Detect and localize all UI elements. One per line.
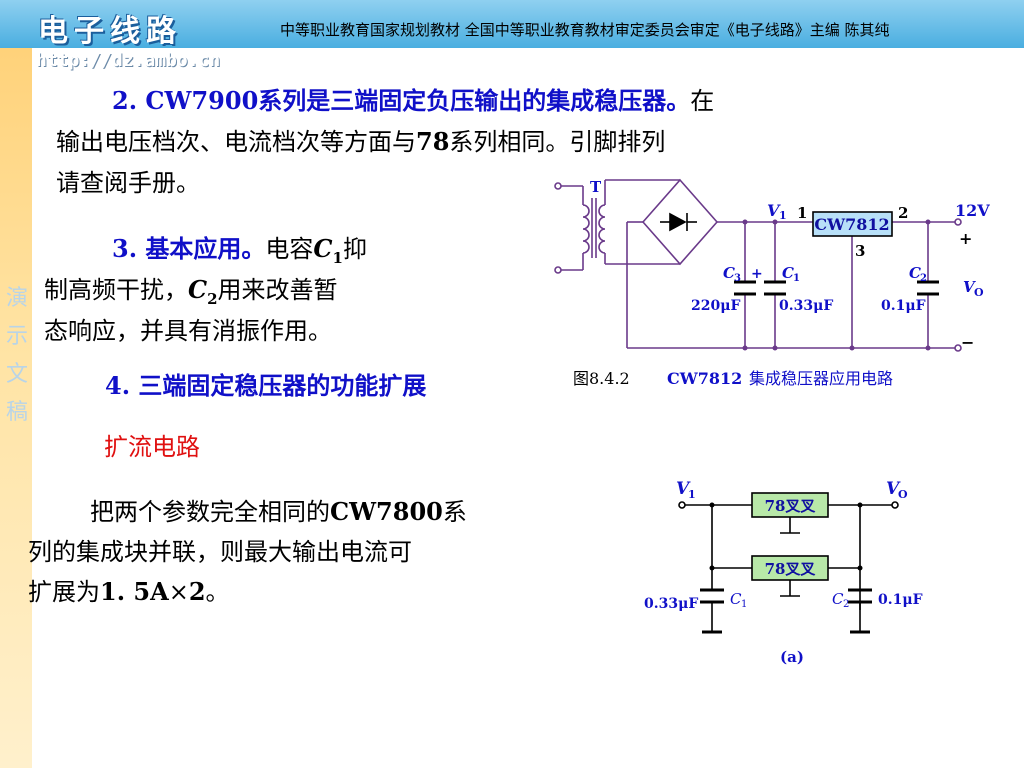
url-bar: http://dz.ambo.cn [0,48,250,74]
vo-label: V [963,278,976,296]
symbol-c1: C [313,234,333,263]
c2-value: 0.1μF [878,592,923,608]
c3-sub: 3 [734,273,741,284]
multiplier: 2 [188,577,206,606]
c1-label: C [782,264,794,282]
transformer-label: T [590,178,602,196]
vo-sub: O [974,286,984,299]
pin3-label: 3 [855,242,865,260]
vo-sub: O [898,488,908,501]
output-voltage: 12V [955,201,990,220]
v1-sub: 1 [779,209,787,222]
regulator-top-label: 78叉叉 [765,497,817,515]
header-bar: 电子线路 中等职业教育国家规划教材 全国中等职业教育教材审定委员会审定《电子线路… [0,0,1024,49]
current-line3: 扩展为1. 5A×2。 [28,573,230,611]
c2-sub: 2 [920,273,927,284]
vertical-char: 演 [6,286,29,311]
logo: 电子线路 [38,14,182,49]
pin1-label: 1 [797,204,807,222]
regulator-bottom-box [751,555,829,581]
regulator-bottom-label: 78叉叉 [765,560,817,578]
section2-text: 输出电压档次、电流档次等方面与 [56,128,416,156]
section2-heading: 2. CW7900系列是三端固定负压输出的集成稳压器。 [112,86,691,115]
times-sign: × [168,578,189,606]
v1-sub: 1 [688,488,696,501]
v1-label: V [767,201,781,220]
c1-value: 0.33μF [644,596,698,612]
current-expansion-circuit-diagram: 78叉叉 78叉叉 V 1 V O 0.33μF C 1 C 2 0.1μF (… [644,479,923,666]
figure-title: 集成稳压器应用电路 [749,369,893,388]
current-line2: 列的集成块并联，则最大输出电流可 [28,538,412,566]
section2-line1: 2. CW7900系列是三端固定负压输出的集成稳压器。在 [112,82,714,120]
section2-line3: 请查阅手册。 [56,169,200,197]
symbol-c1-sub: 1 [332,248,343,267]
figure-number: 图8.4.2 [573,369,630,388]
current-text: 扩展为 [28,578,100,606]
c1-label: C [730,590,742,608]
section2-line2: 输出电压档次、电流档次等方面与78系列相同。引脚排列 [56,123,665,161]
section3-line1: 3. 基本应用。电容C1抑 [112,230,367,277]
c2-label: C [832,590,844,608]
section2-text: 系列相同。引脚排列 [449,128,666,156]
current-line1: 把两个参数完全相同的CW7800系 [90,493,467,531]
c1-sub: 1 [741,599,747,610]
cw7812-ic-box [812,211,893,237]
header-subtitle: 中等职业教育国家规划教材 全国中等职业教育教材审定委员会审定《电子线路》主编 陈… [280,21,890,39]
ic-model: CW7800 [330,497,443,526]
cw7812-circuit-diagram: CW7812 T V 1 1 2 3 12V + − C 3 + C 1 C 2… [554,178,990,388]
c1-value: 0.33μF [779,298,833,314]
section3-text: 用来改善暂 [217,276,338,304]
current-value: 1. 5A [100,577,169,606]
current-text: 。 [205,578,230,606]
c2-label: C [909,264,921,282]
section3-text: 制高频干扰， [44,276,188,304]
section3-heading: 3. 基本应用。 [112,234,266,263]
c2-sub: 2 [843,599,849,610]
figure-label: (a) [780,648,804,666]
c3-value: 220μF [691,298,740,314]
pin2-label: 2 [898,204,908,222]
vertical-char: 文 [6,362,29,387]
current-text: 把两个参数完全相同的 [90,498,330,526]
minus-terminal: − [961,333,974,352]
section3-line2: 制高频干扰，C2用来改善暂 [44,271,338,318]
section3-text: 电容 [265,235,314,263]
vertical-char: 稿 [6,400,29,425]
left-decor-strip [0,48,32,768]
section2-text: 在 [690,87,715,115]
site-url[interactable]: http://dz.ambo.cn [36,50,221,71]
regulator-top-box [751,492,829,518]
current-text: 系 [442,498,467,526]
series-number: 78 [416,127,450,156]
plus-terminal: + [959,229,972,248]
ic-label: CW7812 [814,215,889,234]
current-expansion-heading: 扩流电路 [104,433,200,461]
figure-ic-name: CW7812 [667,369,742,388]
section4-heading: 4. 三端固定稳压器的功能扩展 [105,371,427,400]
section3-line3: 态响应，并具有消振作用。 [44,317,332,345]
c3-label: C [723,264,735,282]
symbol-c2: C [188,275,208,304]
symbol-c2-sub: 2 [207,289,218,308]
c1-sub: 1 [793,273,800,284]
c2-value: 0.1μF [881,298,926,314]
section3-text: 抑 [342,235,367,263]
vertical-caption: 演 示 文 稿 [6,280,28,432]
vertical-char: 示 [6,324,29,349]
vo-label: V [886,479,901,499]
v1-label: V [676,479,691,499]
c3-polarity: + [751,266,763,282]
